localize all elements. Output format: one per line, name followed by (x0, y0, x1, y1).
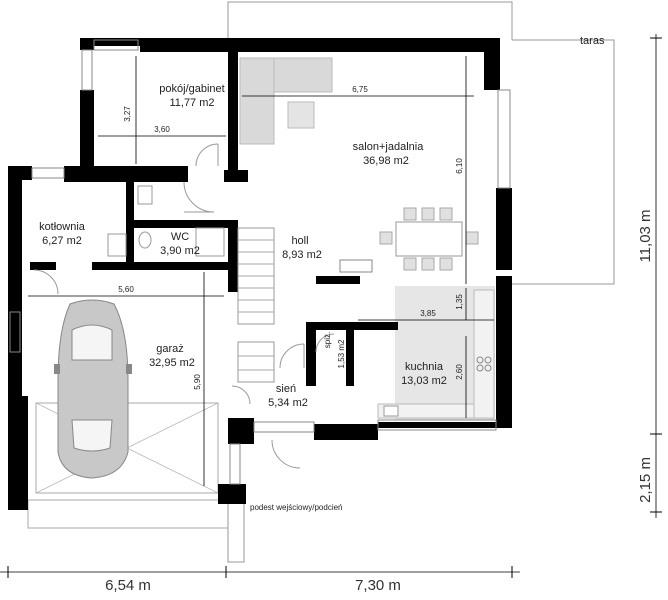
label-podest: podest wejściowy/podcień (250, 503, 343, 512)
dim-590: 5,90 (193, 374, 202, 390)
label-sien-area: 5,34 m2 (268, 397, 308, 409)
overall-width-right: 7,30 m (355, 577, 401, 594)
terrace-outline (227, 1, 615, 285)
windows (9, 39, 511, 485)
dimension-lines (28, 56, 494, 486)
walls (8, 38, 512, 510)
label-garaz-name: garaż (156, 343, 184, 355)
label-pokoj-area: 11,77 m2 (169, 97, 214, 109)
label-holl-area: 8,93 m2 (282, 249, 322, 261)
sofa (239, 57, 333, 145)
label-pokoj-name: pokój/gabinet (159, 83, 224, 95)
label-salon-name: salon+jadalnia (353, 141, 425, 153)
label-sien-name: sień (276, 383, 296, 395)
label-wc-area: 3,90 m2 (160, 245, 200, 257)
kitchen-counter (377, 289, 495, 419)
label-wc-name: WC (171, 231, 189, 243)
dim-385: 3,85 (420, 309, 436, 318)
overall-height-top: 11,03 m (637, 209, 654, 262)
entrance-porch (27, 499, 229, 529)
stairs (237, 227, 275, 383)
porch-step (227, 499, 245, 563)
label-kotlownia-name: kotłownia (39, 221, 86, 233)
dim-560: 5,60 (118, 285, 134, 294)
label-kuchnia-name: kuchnia (405, 361, 444, 373)
label-kuchnia-area: 13,03 m2 (401, 375, 447, 387)
dining-table (379, 207, 479, 271)
dim-610: 6,10 (455, 158, 464, 174)
dim-260: 2,60 (455, 364, 464, 380)
overall-width-left: 6,54 m (105, 577, 151, 594)
overall-dimension-lines (0, 34, 662, 578)
label-holl-name: holl (291, 235, 308, 247)
dim-675: 6,75 (352, 85, 368, 94)
label-spiz-name: spiż. (323, 332, 332, 348)
overall-height-bottom: 2,15 m (637, 457, 654, 503)
dim-327: 3,27 (123, 106, 132, 122)
car (54, 299, 132, 479)
label-salon-area: 36,98 m2 (363, 155, 409, 167)
wc-fixtures (107, 185, 225, 257)
label-taras: taras (580, 35, 605, 47)
dim-135: 1,35 (455, 294, 464, 310)
label-kotlownia-area: 6,27 m2 (42, 235, 82, 247)
label-garaz-area: 32,95 m2 (149, 357, 195, 369)
doors (33, 143, 335, 469)
dim-360: 3,60 (154, 125, 170, 134)
radiator (339, 259, 373, 273)
label-spiz-area: 1,53 m2 (337, 339, 346, 368)
